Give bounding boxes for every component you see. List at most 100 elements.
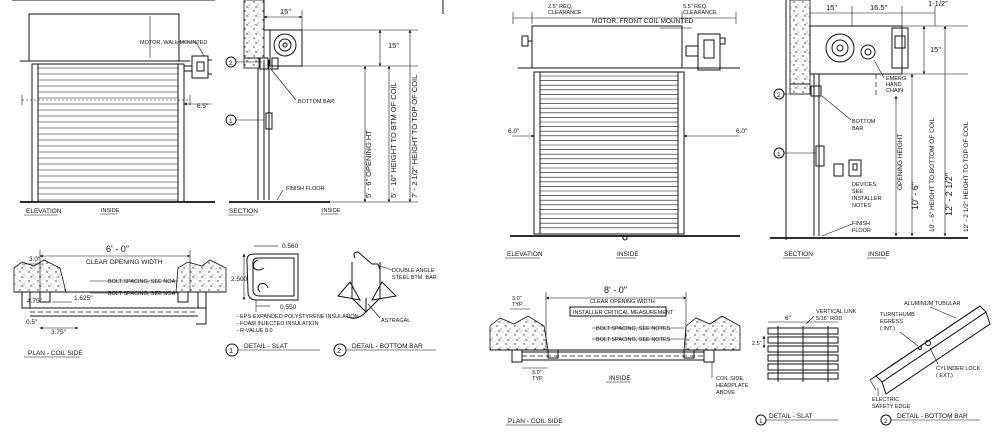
clearance-left-2: CLEARANCE — [548, 10, 582, 16]
sec-dim-15: 15" — [826, 3, 837, 12]
elev-dim-left: 6.0" — [508, 128, 520, 135]
slat-title: DETAIL - SLAT — [769, 413, 813, 420]
plan-width-dim: 6' - 0" — [106, 244, 129, 254]
height-10-6: 10' - 6" — [910, 182, 920, 210]
motor-icon — [183, 55, 212, 79]
elevation-title: ELEVATION — [26, 208, 62, 215]
left-plan: 6' - 0" CLEAR OPENING WIDTH BOLT SPACING… — [13, 244, 227, 358]
emerg-label-2: HAND — [886, 82, 902, 88]
critical-measurement: INSTALLER CRITICAL MEASUREMENT — [573, 310, 674, 316]
left-slat-detail: 0.560 2.500 0.550 EPS-EXPANDED POLYSTYRE… — [225, 243, 359, 357]
devices-label-4: NOTES — [852, 203, 871, 209]
right-bottombar-detail: ALUMINUM TUBULAR TURNTHUMB EGRESS ( INT.… — [869, 301, 991, 426]
slat-dim-top: 0.560 — [282, 243, 299, 250]
motor-front-label: MOTOR, FRONT COIL MOUNTED — [592, 18, 694, 25]
dim-475: 4.75" — [27, 298, 43, 305]
motor-label: MOTOR, WALL MOUNTED — [140, 40, 207, 46]
slat-profile — [246, 253, 299, 301]
bolt-spacing-2: BOLT SPACING, SEE NOA — [108, 291, 176, 297]
clearance-right-2: CLEARANCE — [683, 10, 717, 16]
typ-top-1: 3.0" — [512, 296, 522, 302]
clearance-right-1: 5.5" REQ. — [683, 4, 708, 10]
device-box — [833, 163, 844, 177]
astragal-label: ASTRAGAL — [381, 318, 410, 324]
plan-width-label: CLEAR OPENING WIDTH — [86, 259, 163, 266]
devices-label-1: DEVICES, — [852, 182, 878, 188]
opening-height: OPENING HEIGHT — [897, 134, 904, 190]
svg-text:1: 1 — [777, 151, 781, 158]
turnthumb-1: TURNTHUMB — [880, 312, 915, 318]
plan-width-label: CLEAR OPENING WIDTH — [590, 299, 655, 305]
right-plan-title: PLAN - COIL SIDE — [508, 418, 563, 425]
svg-text:1: 1 — [229, 118, 233, 125]
bolt-spacing-2: BOLT SPACING, SEE NOTES — [596, 337, 671, 343]
right-section-title: SECTION — [784, 251, 813, 258]
right-section: 15" 16.5" 1-1/2" EMERG. HAND CHAIN 2 1 — [770, 0, 970, 259]
svg-text:-: - — [237, 328, 239, 334]
left-elevation: MOTOR, WALL MOUNTED 6.5" ELEVATION INSID… — [12, 0, 215, 216]
left-sheet: MOTOR, WALL MOUNTED 6.5" ELEVATION INSID… — [12, 0, 444, 358]
slat-dim-25: 2.5" — [752, 341, 762, 347]
plan-inside: INSIDE — [609, 375, 631, 382]
finish-floor-label: FINISH FLOOR — [286, 186, 325, 192]
top-dim: 15" — [388, 41, 399, 50]
emerg-label-1: EMERG. — [886, 76, 908, 82]
plan-width-dim: 8' - 0" — [604, 285, 627, 295]
coil-side-2: HEADPLATE — [716, 383, 749, 389]
coil-hood — [531, 25, 683, 69]
svg-text:2: 2 — [884, 418, 888, 425]
bottombar-title: DETAIL - BOTTOM BAR — [897, 413, 968, 420]
turnthumb-3: ( INT.) — [880, 326, 895, 332]
right-slat-detail: 6" 2.5" VERTICAL LINK 5/16" ROD 1 DETAIL… — [752, 309, 857, 426]
tubular-label: ALUMINUM TUBULAR — [904, 301, 960, 307]
safety-2: SAFETY EDGE — [872, 404, 911, 410]
side-dim: 6.5" — [197, 103, 209, 110]
svg-text:-: - — [237, 321, 239, 327]
link-label-2: 5/16" ROD — [816, 316, 842, 322]
coil-hood — [28, 13, 180, 62]
inside-label: INSIDE — [101, 208, 120, 214]
sec-dim-165: 16.5" — [870, 3, 888, 12]
svg-text:1: 1 — [759, 418, 763, 425]
angle-label-1: DOUBLE ANGLE — [392, 268, 435, 274]
typ-top-2: TYP. — [512, 302, 524, 308]
opening-ht: 5' - 6" OPENING HT — [364, 130, 373, 198]
motor-icon — [685, 33, 726, 71]
dim-05: 0.5" — [26, 319, 38, 326]
safety-1: ELECTRIC — [872, 397, 899, 403]
slat-note-2: FOAM INJECTED INSULATION — [240, 321, 318, 327]
turnthumb-2: EGRESS — [880, 319, 903, 325]
clearance-left-1: 2.5" REQ. — [548, 4, 573, 10]
svg-text:2: 2 — [777, 92, 781, 99]
dim-3: 3.0" — [29, 256, 41, 263]
devices-label-3: INSTALLER — [852, 196, 882, 202]
right-inside: INSIDE — [617, 251, 639, 258]
slat-title: DETAIL - SLAT — [244, 343, 288, 350]
cylinder-2: ( EXT.) — [936, 373, 953, 379]
right-elevation-title: ELEVATION — [507, 251, 543, 258]
angle-label-2: STEEL BTM. BAR — [392, 275, 437, 281]
right-section-inside: INSIDE — [868, 251, 890, 258]
slat-dim-height: 2.500 — [231, 276, 248, 283]
bottom-bar-label: BOTTOM BAR — [298, 99, 334, 105]
sec-dim-112: 1-1/2" — [928, 0, 948, 8]
left-section: 2 1 BOTTOM BAR FINISH FLOOR 15" 15" 5' -… — [225, 0, 444, 216]
emerg-label-3: CHAIN — [886, 88, 903, 94]
finish-label-2: FLOOR — [852, 228, 871, 234]
curtain — [37, 63, 179, 203]
height-top-coil: 7' - 2 1/2" HEIGHT TO TOP OF COIL — [410, 75, 419, 198]
coil-drum — [825, 33, 855, 63]
sec-top-dim: 15" — [930, 45, 941, 54]
dim-1625: 1.625" — [74, 295, 93, 302]
left-bottombar-detail: DOUBLE ANGLE STEEL BTM. BAR ASTRAGAL 2 D… — [333, 251, 437, 357]
typ-bottom-2: TYP. — [532, 376, 544, 382]
section-title: SECTION — [229, 208, 258, 215]
height-12: 12' - 2 1/2" — [944, 173, 954, 216]
right-elevation: 2.5" REQ. CLEARANCE 5.5" REQ. CLEARANCE … — [505, 4, 748, 259]
devices-label-2: SEE — [852, 189, 863, 195]
bolt-spacing-1: BOLT SPACING, SEE NOTES — [596, 326, 671, 332]
bottom-bar-label-1: BOTTOM — [852, 119, 876, 125]
link-label-1: VERTICAL LINK — [816, 309, 857, 315]
section-inside: INSIDE — [322, 208, 341, 214]
